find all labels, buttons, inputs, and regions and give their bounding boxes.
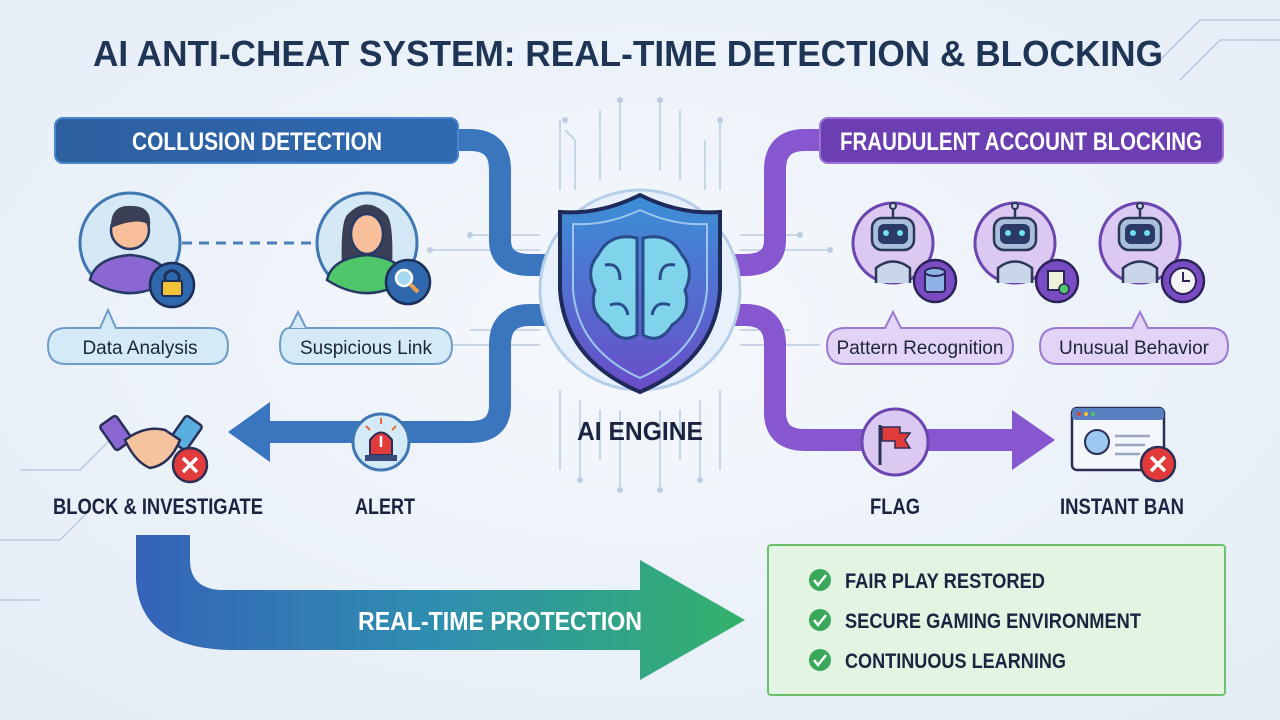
fraud-flow-pipe (720, 129, 1015, 451)
x-icon (181, 456, 199, 474)
svg-text:Unusual Behavior: Unusual Behavior (1059, 338, 1210, 359)
siren-icon (365, 418, 397, 461)
svg-text:Data Analysis: Data Analysis (82, 338, 197, 359)
user-profile-icon (1084, 429, 1110, 455)
svg-text:Suspicious Link: Suspicious Link (300, 338, 433, 359)
result-item: CONTINUOUS LEARNING (809, 649, 1066, 673)
magnifier-badge (384, 258, 432, 306)
collusion-detection-header: COLLUSION DETECTION (54, 117, 459, 164)
arrow-left-head (228, 402, 270, 462)
check-icon (809, 569, 831, 591)
lock-badge (148, 261, 196, 309)
check-icon (809, 609, 831, 631)
handshake-blocked (99, 414, 209, 484)
bot-avatar-clock (1098, 201, 1206, 304)
database-icon (924, 267, 946, 293)
collusion-flow-pipe (260, 129, 560, 443)
result-item: FAIR PLAY RESTORED (809, 569, 1045, 593)
flag-node (860, 407, 930, 477)
instant-ban-window (1070, 406, 1177, 483)
flag-label: FLAG (870, 494, 920, 519)
brain-icon (589, 235, 691, 340)
fraudulent-account-blocking-header: FRAUDULENT ACCOUNT BLOCKING (819, 117, 1224, 164)
bot-avatar-document (973, 201, 1080, 304)
page-title: AI ANTI-CHEAT SYSTEM: REAL-TIME DETECTIO… (93, 33, 1163, 74)
svg-text:CONTINUOUS LEARNING: CONTINUOUS LEARNING (845, 650, 1066, 673)
data-analysis-bubble: Data Analysis (46, 307, 230, 365)
handshake-icon (99, 414, 203, 470)
arrow-right-head (1012, 410, 1055, 470)
result-item: SECURE GAMING ENVIRONMENT (809, 609, 1141, 633)
shield-icon (558, 192, 722, 395)
svg-text:COLLUSION DETECTION: COLLUSION DETECTION (132, 128, 382, 156)
results-panel: FAIR PLAY RESTORED SECURE GAMING ENVIRON… (767, 544, 1226, 696)
ai-engine-label: AI ENGINE (577, 416, 703, 446)
check-icon (809, 649, 831, 671)
block-investigate-label: BLOCK & INVESTIGATE (53, 494, 263, 519)
svg-text:FAIR PLAY RESTORED: FAIR PLAY RESTORED (845, 570, 1045, 593)
circuit-dots (427, 97, 833, 493)
magnifier-icon (394, 268, 414, 288)
ai-engine: AI ENGINE (538, 188, 742, 446)
svg-text:REAL-TIME PROTECTION: REAL-TIME PROTECTION (358, 606, 642, 636)
svg-text:SECURE GAMING ENVIRONMENT: SECURE GAMING ENVIRONMENT (845, 610, 1141, 633)
pattern-recognition-bubble: Pattern Recognition (825, 309, 1015, 365)
x-icon (1149, 455, 1167, 473)
instant-ban-label: INSTANT BAN (1060, 494, 1184, 519)
alert-label: ALERT (355, 494, 415, 519)
bot-avatar-database (851, 201, 958, 304)
unusual-behavior-bubble: Unusual Behavior (1038, 309, 1230, 365)
suspicious-link-bubble: Suspicious Link (278, 309, 454, 365)
lock-icon (163, 269, 181, 281)
svg-text:Pattern Recognition: Pattern Recognition (837, 338, 1004, 359)
alert-node (351, 412, 411, 472)
real-time-protection-arrow: REAL-TIME PROTECTION (136, 535, 745, 680)
flag-icon (878, 425, 912, 465)
svg-text:FRAUDULENT ACCOUNT BLOCKING: FRAUDULENT ACCOUNT BLOCKING (840, 128, 1202, 156)
